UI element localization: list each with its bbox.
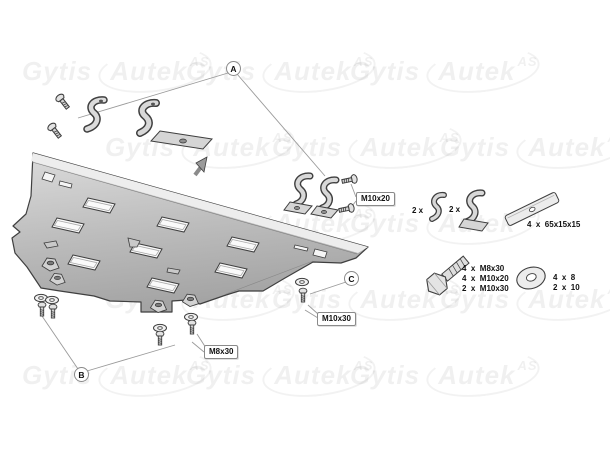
- rear-bracket-group: [283, 172, 359, 219]
- screw-icon: [337, 202, 356, 216]
- direction-arrow-icon: [193, 156, 208, 177]
- parts-list-icons: [426, 189, 560, 296]
- screw-icon: [340, 173, 359, 187]
- spacer-row: 4 x 65x15x15: [527, 220, 581, 229]
- spacer-plate-icon: [504, 192, 560, 226]
- bolt-row-1: 4 x M8x30: [462, 264, 505, 273]
- bracket-large-qty: 2 x: [449, 205, 461, 214]
- plate-slots: [41, 171, 328, 259]
- callout-m10x30-box: M10x30: [317, 312, 356, 326]
- washer-icon: [153, 323, 167, 333]
- washer-row-1: 4 x 8: [553, 273, 576, 282]
- screw-icon: [45, 121, 64, 141]
- screw-icon: [48, 303, 58, 319]
- callout-a-label: A: [230, 63, 237, 74]
- washer-icon: [45, 295, 59, 305]
- plate-clips: [43, 237, 181, 275]
- callout-c-label: C: [348, 273, 355, 284]
- washer-icon: [295, 277, 309, 287]
- screw-icon: [155, 330, 165, 346]
- front-bracket-group: [45, 92, 213, 150]
- screw-icon: [187, 319, 197, 335]
- bottom-fasteners: [34, 293, 198, 346]
- hex-bolt-icon: [426, 255, 470, 296]
- leader-lines: [41, 72, 357, 372]
- callout-b-label: B: [78, 369, 85, 380]
- callout-a: A: [226, 61, 241, 76]
- screw-icon: [37, 301, 47, 317]
- washer-part-icon: [516, 266, 546, 290]
- callout-c: C: [344, 271, 359, 286]
- bolt-row-2: 4 x M10x20: [462, 274, 509, 283]
- callout-m8x30-box: M8x30: [204, 345, 239, 359]
- screw-icon: [298, 287, 308, 303]
- bolt-row-3: 2 x M10x30: [462, 284, 509, 293]
- side-fastener: [295, 277, 309, 303]
- skid-plate: [11, 152, 369, 313]
- washer-row-2: 2 x 10: [553, 283, 580, 292]
- screw-icon: [53, 92, 72, 112]
- callout-b: B: [74, 367, 89, 382]
- louver-holes: [51, 197, 260, 294]
- washer-icon: [184, 312, 198, 322]
- bracket-small-qty: 2 x: [412, 206, 424, 215]
- callout-m10x20-box: M10x20: [356, 192, 395, 206]
